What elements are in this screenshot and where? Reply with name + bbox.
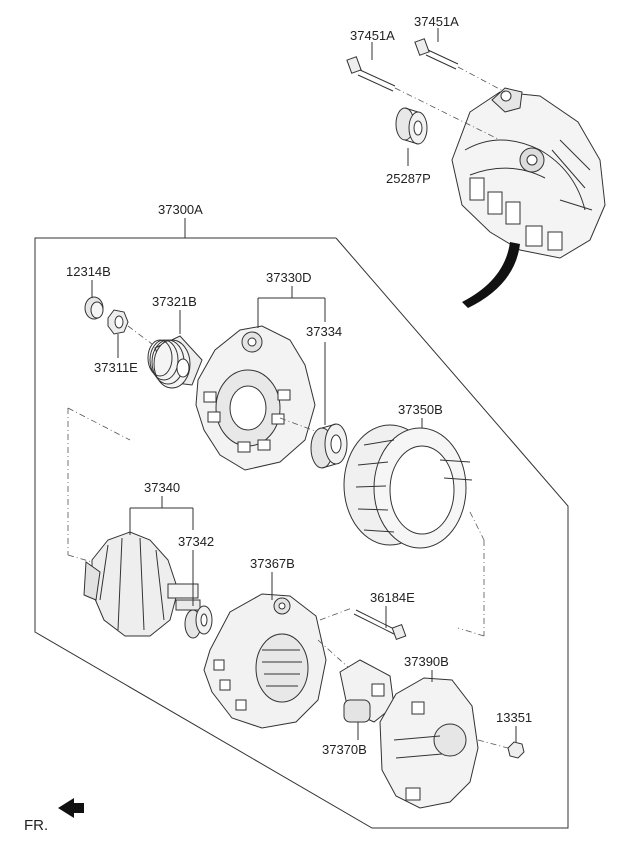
bolt-37451a-right <box>414 38 506 93</box>
stator-37350b <box>343 418 473 549</box>
assembly-boundary <box>34 237 569 829</box>
label-37300a: 37300A <box>158 202 203 217</box>
bearing-25287p <box>395 107 428 145</box>
rear-cover-37390b <box>379 677 479 809</box>
label-37367b: 37367B <box>250 556 295 571</box>
label-37311e: 37311E <box>94 360 138 375</box>
label-37321b: 37321B <box>152 294 197 309</box>
label-12314b: 12314B <box>66 264 111 279</box>
label-fr: FR. <box>24 817 48 834</box>
label-13351: 13351 <box>496 710 532 725</box>
label-37390b: 37390B <box>404 654 449 669</box>
regulator-37370b <box>339 659 395 723</box>
label-37451a-right: 37451A <box>414 14 459 29</box>
assembly-arrow <box>462 242 520 308</box>
rear-bearing-37342 <box>184 605 213 639</box>
label-37451a-left: 37451A <box>350 28 395 43</box>
front-bearing-37334 <box>310 423 348 469</box>
label-37334: 37334 <box>306 324 342 339</box>
cap-12314b <box>84 296 104 320</box>
rear-bracket-37367b <box>203 593 327 729</box>
label-37330d: 37330D <box>266 270 312 285</box>
label-36184e: 36184E <box>370 590 415 605</box>
front-arrow-icon <box>58 798 84 818</box>
nut-13351 <box>507 741 525 759</box>
bolt-37451a-left <box>346 56 501 141</box>
label-37340: 37340 <box>144 480 180 495</box>
label-25287p: 25287P <box>386 171 431 186</box>
through-bolt-36184e <box>353 609 407 640</box>
nut-37311e <box>107 309 129 335</box>
label-37370b: 37370B <box>322 742 367 757</box>
complete-alternator <box>451 87 606 259</box>
label-37342: 37342 <box>178 534 214 549</box>
label-37350b: 37350B <box>398 402 443 417</box>
rotor-37340 <box>83 531 201 637</box>
front-bracket-37330d <box>195 325 316 471</box>
pulley-37321b <box>147 335 203 389</box>
